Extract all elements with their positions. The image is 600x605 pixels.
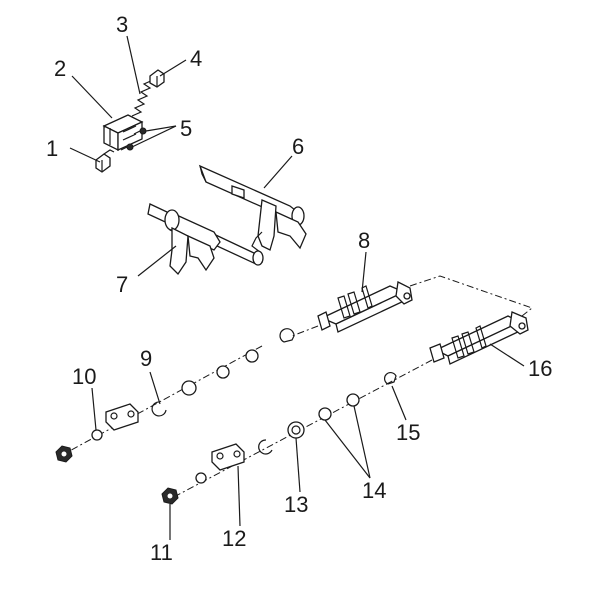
part-3-spring [131,79,154,117]
part-15-clip [384,372,397,385]
callout-16: 16 [528,356,552,381]
upper-link-plate [105,403,139,431]
upper-nut [55,445,73,463]
part-14-washers [318,393,360,421]
part-16-shaft [429,311,529,365]
callout-3: 3 [116,12,128,37]
callout-8: 8 [358,228,370,253]
lower-ring [258,439,273,455]
part-6-shift-fork [198,164,307,253]
lower-washer [195,472,207,484]
callout-9: 9 [140,346,152,371]
callout-7: 7 [116,272,128,297]
alignment-lines [63,275,534,499]
part-8-shaft [317,281,413,333]
callout-13: 13 [284,492,308,517]
callout-15: 15 [396,420,420,445]
callout-1: 1 [46,136,58,161]
callout-labels: 1 2 3 4 5 6 7 8 9 10 11 12 13 14 15 16 [46,12,552,565]
callout-11: 11 [150,540,173,565]
part-4-cap [149,69,165,88]
callout-12: 12 [222,526,246,551]
upper-clip [279,328,295,343]
callout-10: 10 [72,364,96,389]
part-11-nut [161,487,179,505]
callout-6: 6 [292,134,304,159]
part-9-ring [151,401,167,417]
part-1-plunger [95,149,115,173]
part-13-washer [287,421,305,439]
callout-2: 2 [54,56,66,81]
part-2-detent-block [102,114,144,152]
upper-washers [181,349,259,396]
callout-5: 5 [180,116,192,141]
leader-lines [69,35,525,540]
part-7-shift-fork [147,203,264,276]
callout-14: 14 [362,478,386,503]
part-5-screws [120,127,147,151]
part-12-link-plate [211,443,245,471]
part-10-washer [91,429,103,441]
callout-4: 4 [190,46,202,71]
